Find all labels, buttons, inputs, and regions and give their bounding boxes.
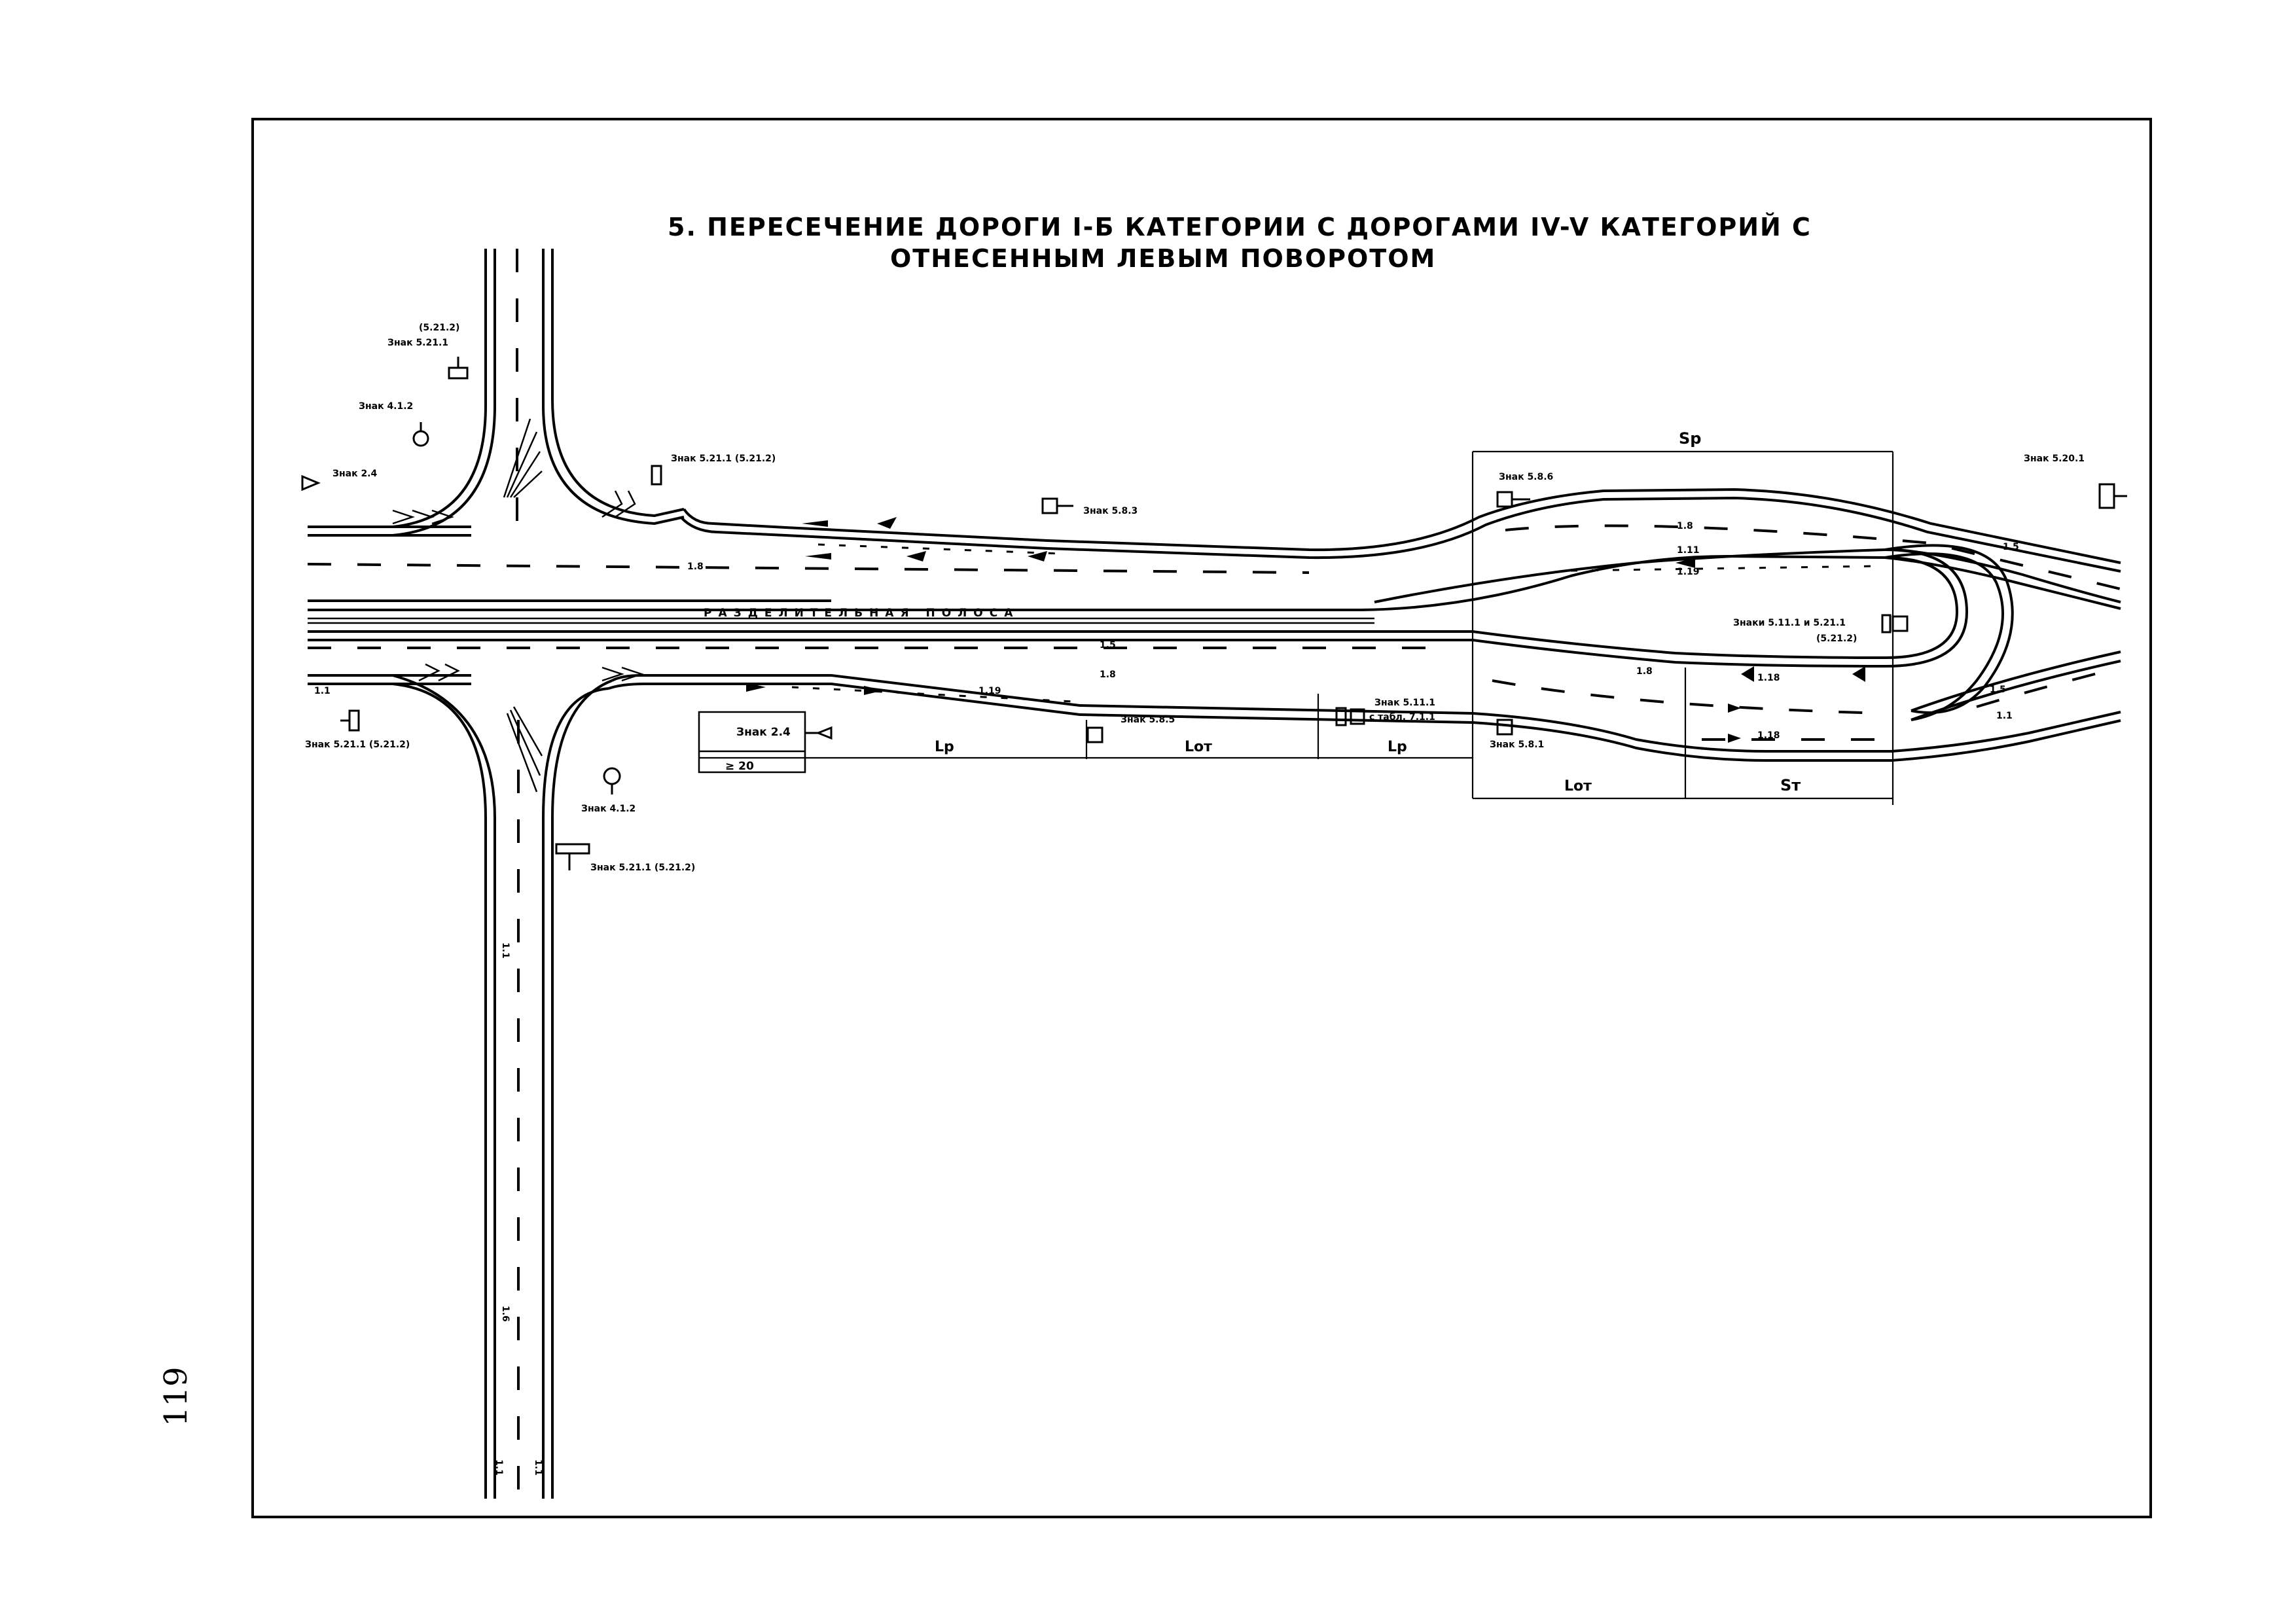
marking-118-a: 1.18 bbox=[1757, 673, 1780, 683]
marking-119-top: 1.19 bbox=[1677, 567, 1700, 577]
sign-right-pair-label: Знаки 5.11.1 и 5.21.1 bbox=[1733, 618, 1846, 628]
dim-lp1: Lp bbox=[935, 739, 954, 755]
marking-18-lower: 1.8 bbox=[1636, 666, 1653, 677]
diagram-title-line1: 5. ПЕРЕСЕЧЕНИЕ ДОРОГИ I-Б КАТЕГОРИИ С ДО… bbox=[668, 213, 1812, 241]
page-number: 119 bbox=[158, 1366, 194, 1427]
marking-11-vert-bottom-l: 1.1 bbox=[493, 1459, 504, 1476]
marking-16-vert: 1.6 bbox=[500, 1306, 511, 1322]
sign-585-icon bbox=[1086, 726, 1103, 743]
sign-5111-label: Знак 5.11.1 bbox=[1374, 698, 1435, 708]
sign-5212-top-label: (5.21.2) bbox=[419, 323, 459, 333]
secondary-road bbox=[308, 249, 685, 1499]
sign-412-top-icon bbox=[412, 430, 429, 447]
sign-5211-left-icon bbox=[348, 709, 360, 732]
marking-11-left: 1.1 bbox=[314, 686, 331, 696]
sign-24-top-icon bbox=[301, 474, 321, 491]
dim-sp: Sp bbox=[1679, 429, 1701, 448]
dim-lot2: Lот bbox=[1564, 778, 1592, 794]
sign-24-bottom-icon bbox=[815, 726, 833, 740]
main-road bbox=[307, 488, 2121, 762]
sign-711-tab-icon bbox=[1350, 708, 1365, 725]
sign-412-bottom-icon bbox=[603, 767, 621, 785]
sign-right-pair-icon-a bbox=[1881, 614, 1892, 633]
dim-lp2: Lp bbox=[1388, 739, 1407, 755]
sign-5211-top-label: Знак 5.21.1 bbox=[387, 338, 448, 348]
sign-581-label: Знак 5.8.1 bbox=[1490, 740, 1544, 750]
sign-right-pair-icon-b bbox=[1892, 615, 1909, 632]
sign-583-label: Знак 5.8.3 bbox=[1083, 506, 1138, 516]
sign-5111-icon bbox=[1335, 707, 1347, 726]
marking-119-bottom: 1.19 bbox=[978, 686, 1001, 696]
marking-11-right: 1.1 bbox=[1996, 711, 2013, 721]
sign-412-top-label: Знак 4.1.2 bbox=[359, 401, 413, 412]
sign-581-icon bbox=[1496, 719, 1513, 736]
sign-24-top-label: Знак 2.4 bbox=[332, 469, 378, 479]
sign-5211-bottom-label: Знак 5.21.1 (5.21.2) bbox=[590, 863, 695, 873]
sign-5211-left-label: Знак 5.21.1 (5.21.2) bbox=[305, 740, 410, 750]
diagram-title-line2: ОТНЕСЕННЫМ ЛЕВЫМ ПОВОРОТОМ bbox=[890, 244, 1436, 273]
dim-st: Sт bbox=[1780, 776, 1801, 794]
dim-min20: ≥ 20 bbox=[725, 760, 754, 773]
marking-111: 1.11 bbox=[1677, 545, 1700, 556]
marking-labels: 1.8 1.8 1.11 1.19 1.5 1.8 1.19 1.8 1.18 … bbox=[314, 521, 2019, 1476]
marking-118-b: 1.18 bbox=[1757, 730, 1780, 741]
sign-5201-label: Знак 5.20.1 bbox=[2024, 454, 2085, 464]
drawing-frame bbox=[251, 118, 2152, 1518]
signs: (5.21.2) Знак 5.21.1 Знак 4.1.2 Знак 2.4… bbox=[301, 323, 2127, 873]
sign-586-icon bbox=[1496, 491, 1513, 508]
dimension-lines: Sp Lp Lот Lp Lот Sт bbox=[699, 429, 1894, 805]
marking-15-right-bottom: 1.5 bbox=[1990, 685, 2006, 695]
median-label: РАЗДЕЛИТЕЛЬНАЯ ПОЛОСА bbox=[704, 607, 1019, 620]
marking-18-left: 1.8 bbox=[687, 562, 704, 572]
marking-18-top-right: 1.8 bbox=[1677, 521, 1693, 531]
sign-5111-tab-label: с табл. 7.1.1 bbox=[1369, 712, 1435, 722]
sign-right-pair-label2: (5.21.2) bbox=[1816, 633, 1857, 644]
marking-18-center: 1.8 bbox=[1100, 669, 1116, 680]
sign-585-label: Знак 5.8.5 bbox=[1121, 715, 1175, 725]
sign-5211-mid-icon bbox=[651, 465, 662, 486]
sign-5211-bottom-icon bbox=[555, 843, 590, 855]
marking-11-vert-top: 1.1 bbox=[500, 942, 511, 959]
sign-586-label: Знак 5.8.6 bbox=[1499, 472, 1553, 482]
marking-11-vert-bottom-r: 1.1 bbox=[533, 1459, 543, 1476]
sign-5211-mid-label: Знак 5.21.1 (5.21.2) bbox=[671, 454, 776, 464]
sign-412-bottom-label: Знак 4.1.2 bbox=[581, 804, 636, 814]
marking-15-right-top: 1.5 bbox=[2003, 542, 2019, 552]
dim-lot1: Lот bbox=[1185, 739, 1212, 755]
sign-24-bottom-label: Знак 2.4 bbox=[736, 726, 791, 739]
lane-arrows bbox=[746, 517, 1865, 743]
sign-583-icon bbox=[1041, 497, 1058, 514]
marking-15-center: 1.5 bbox=[1100, 640, 1116, 651]
sign-5211-top-icon bbox=[448, 366, 469, 380]
sign-5201-icon bbox=[2098, 483, 2115, 509]
